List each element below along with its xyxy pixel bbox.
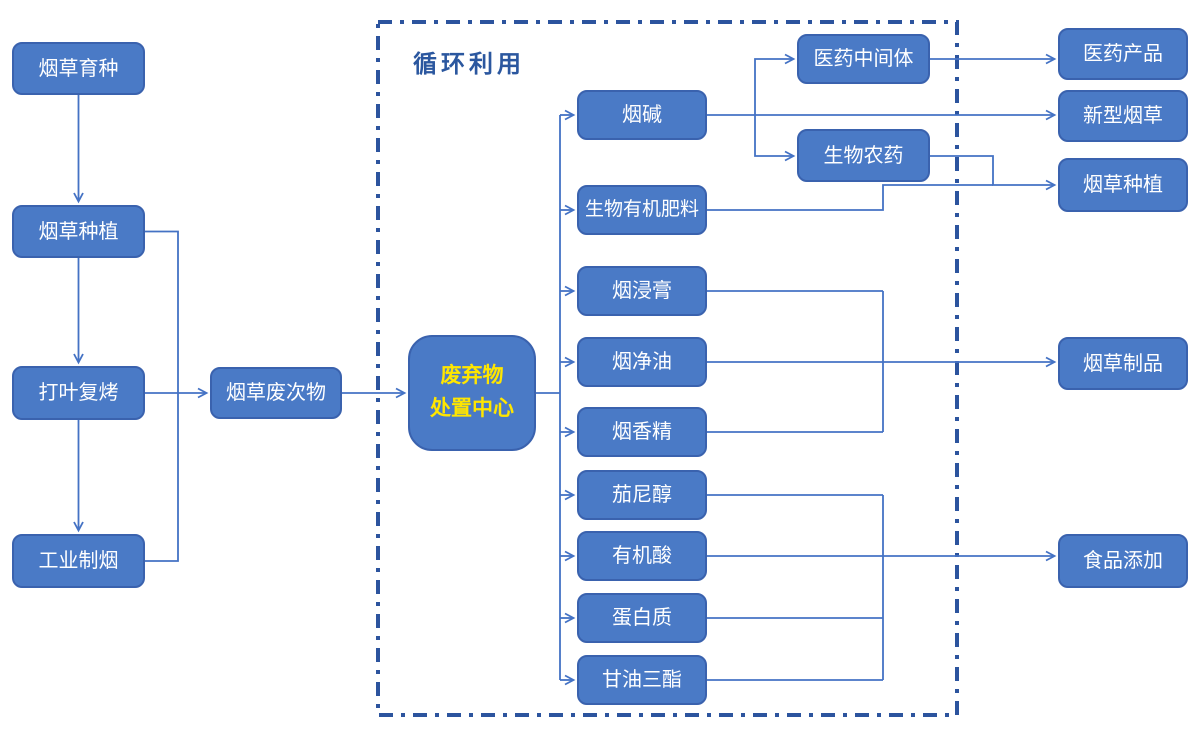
node-new-type-tobacco: 新型烟草 (1058, 90, 1188, 142)
node-pharma-product: 医药产品 (1058, 28, 1188, 80)
node-tobacco-planting: 烟草种植 (12, 205, 145, 258)
node-waste-disposal-center-line2: 处置中心 (430, 397, 514, 420)
node-tobacco-breeding: 烟草育种 (12, 42, 145, 95)
node-leaf-redrying: 打叶复烤 (12, 366, 145, 420)
node-tobacco-absolute-oil: 烟净油 (577, 337, 707, 387)
node-protein: 蛋白质 (577, 593, 707, 643)
node-pharma-intermediate: 医药中间体 (797, 34, 930, 84)
node-waste-disposal-center-line1: 废弃物 (440, 364, 504, 388)
node-tobacco-flavor: 烟香精 (577, 407, 707, 457)
recycling-region-title: 循环利用 (413, 51, 525, 78)
node-organic-acid: 有机酸 (577, 531, 707, 581)
node-tobacco-extract: 烟浸膏 (577, 266, 707, 316)
node-waste-disposal-center: 废弃物 处置中心 (408, 335, 536, 451)
node-industrial-cigarette-making: 工业制烟 (12, 534, 145, 588)
edge-side-merge (145, 230, 179, 562)
node-triglyceride: 甘油三酯 (577, 655, 707, 705)
edge-nicotine-intermediate (754, 53, 796, 115)
node-nicotine: 烟碱 (577, 90, 707, 140)
node-bio-organic-fertilizer: 生物有机肥料 (577, 185, 707, 235)
node-tobacco-products: 烟草制品 (1058, 337, 1188, 390)
node-biopesticide: 生物农药 (797, 129, 930, 182)
edge-biopesticide-replanting (930, 155, 1057, 191)
edge-nicotine-biopesticide (754, 115, 796, 162)
edge-fertilizer-replanting (707, 184, 993, 211)
recycling-region-border (376, 20, 959, 717)
node-food-additive: 食品添加 (1058, 534, 1188, 588)
node-tobacco-waste: 烟草废次物 (210, 367, 342, 419)
node-tobacco-planting-output: 烟草种植 (1058, 158, 1188, 212)
edge-center-trunk (536, 115, 561, 680)
node-solanesol: 茄尼醇 (577, 470, 707, 520)
